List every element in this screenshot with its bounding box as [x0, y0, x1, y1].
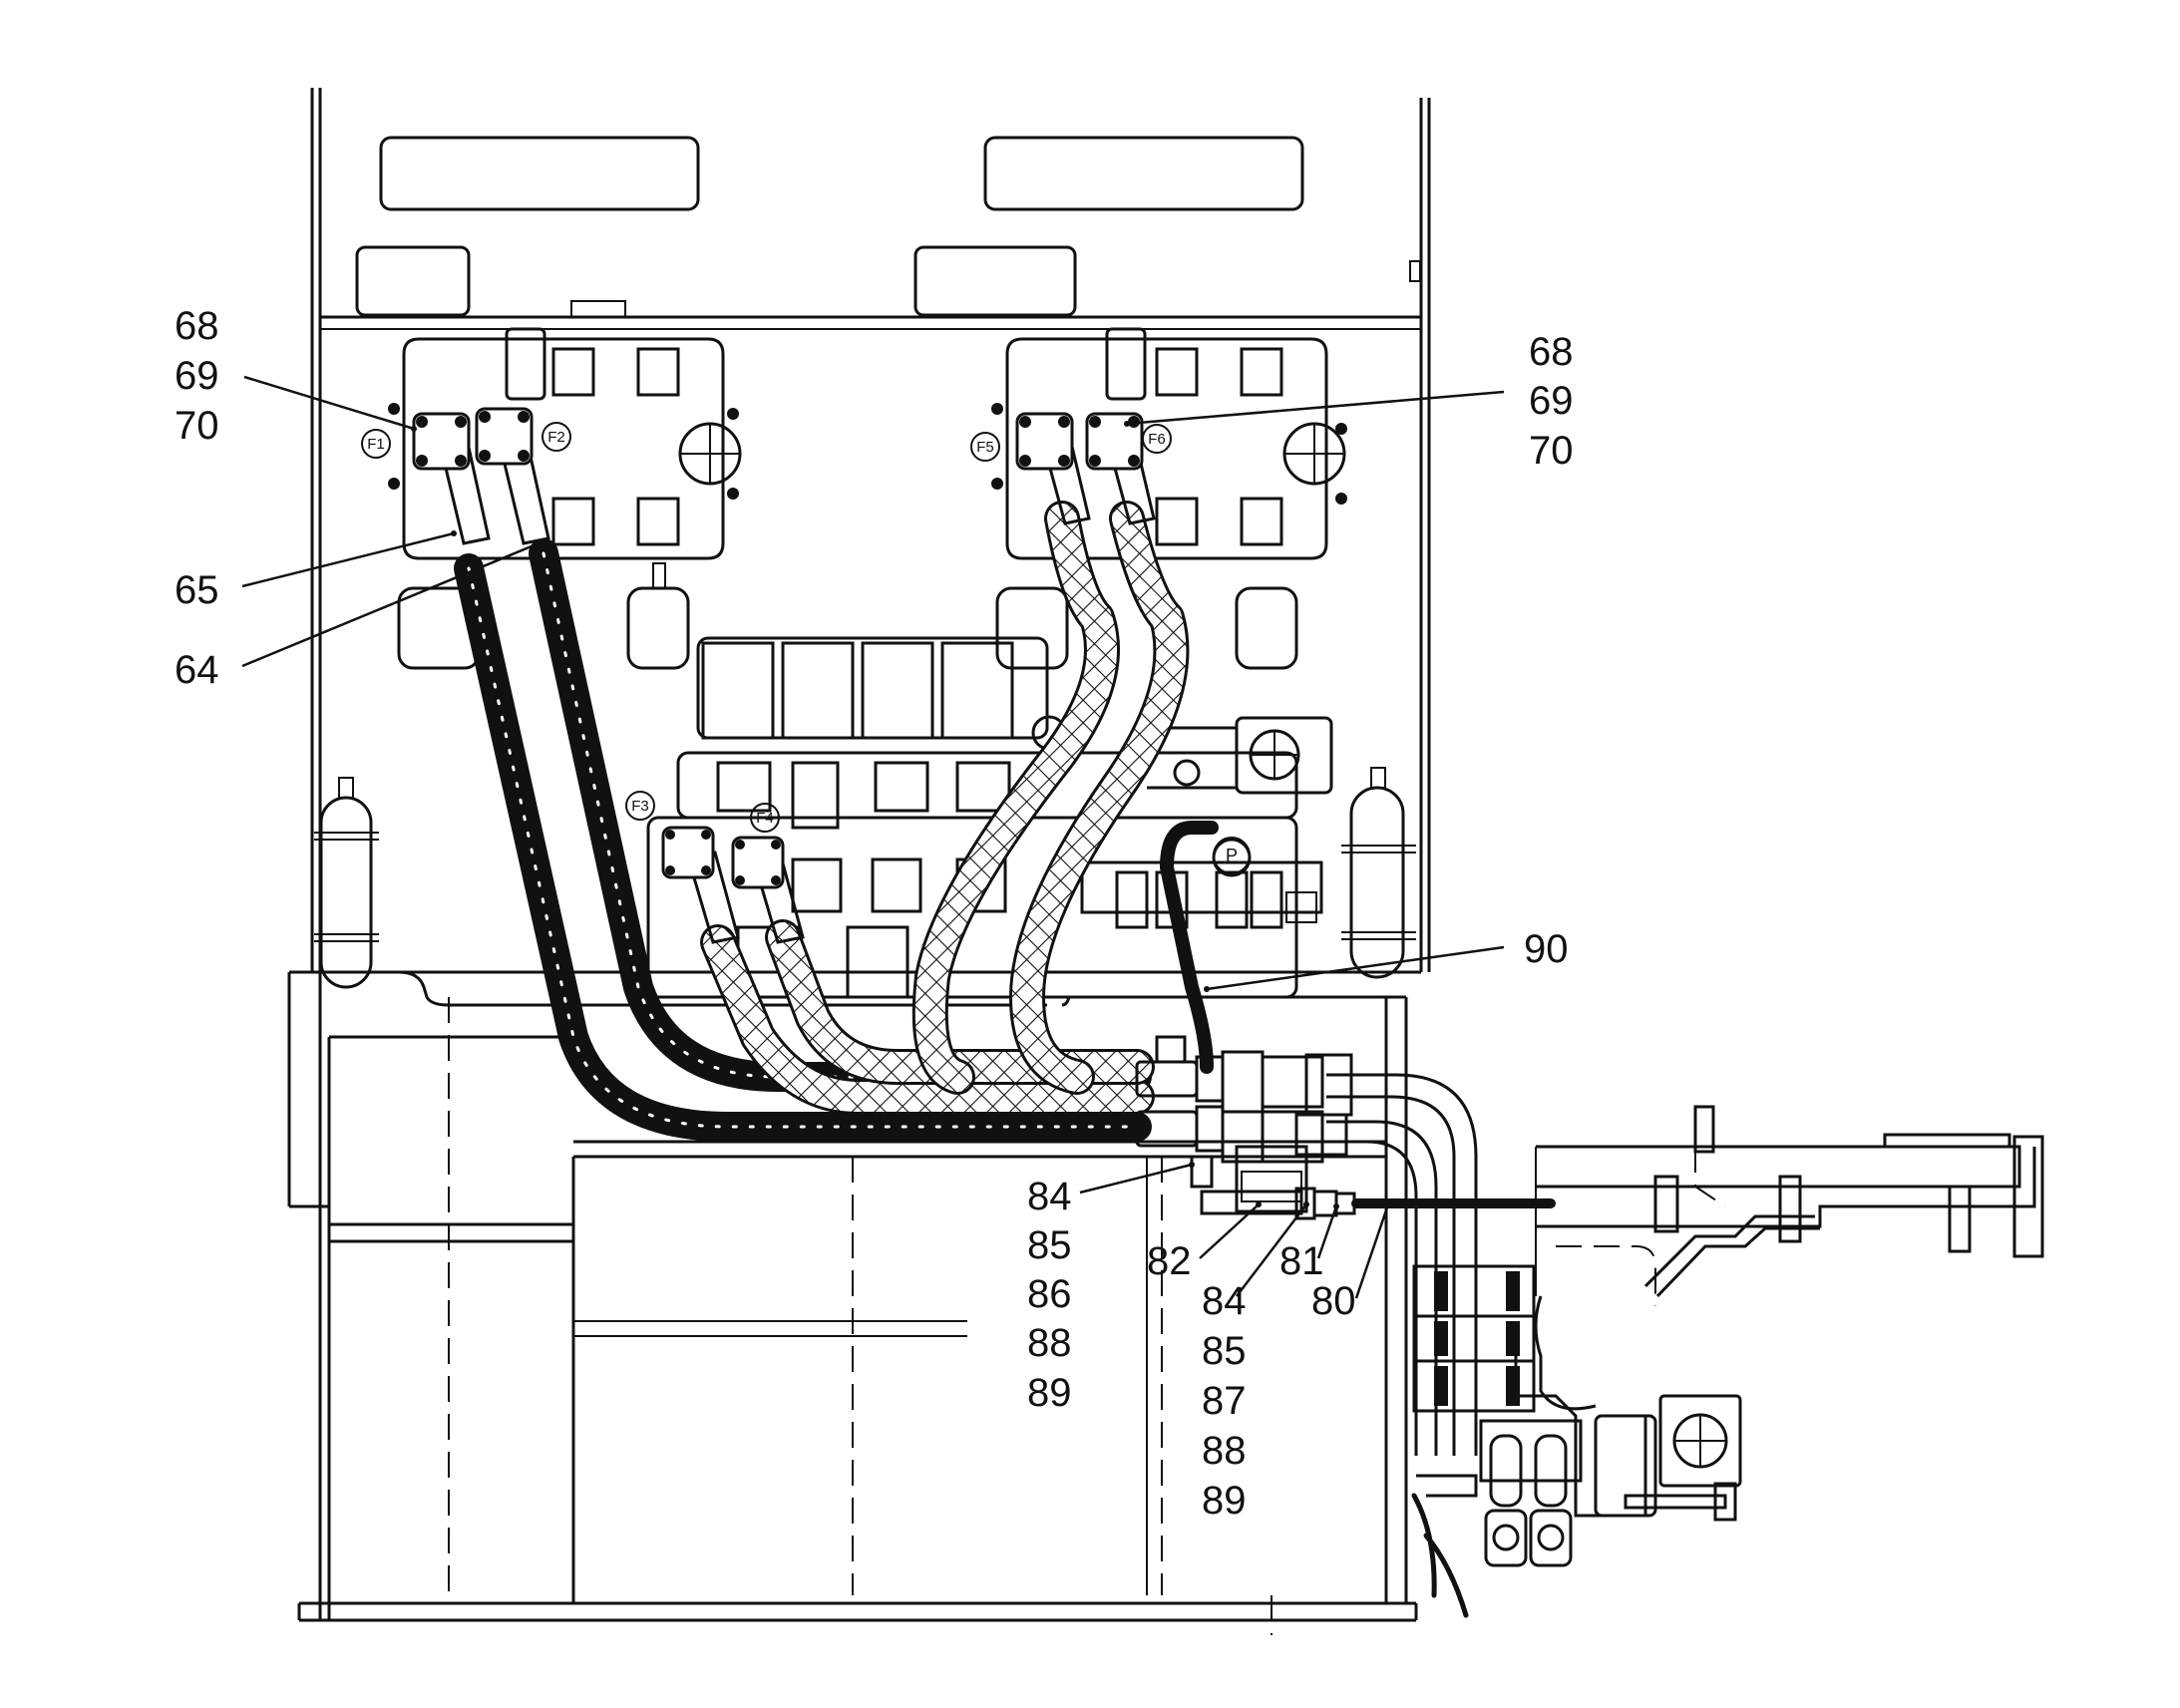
port-flange-f6 [1085, 412, 1144, 471]
callout-84-left: 84 [1027, 1175, 1072, 1218]
curved-pipes-right [1326, 1073, 1478, 1456]
callout-89-left: 89 [1027, 1371, 1072, 1415]
port-p-label: P [1226, 846, 1238, 865]
main-frame [287, 88, 1431, 1635]
callout-86-left: 86 [1027, 1272, 1072, 1316]
right-arm-assembly [1514, 1105, 2044, 1522]
braided-hose-f5 [911, 501, 1120, 1095]
callout-70-right: 70 [1529, 429, 1574, 473]
callout-90: 90 [1524, 927, 1569, 971]
callout-68-right: 68 [1529, 330, 1574, 374]
plate-bolts [388, 403, 1347, 505]
port-flange-f2 [475, 407, 534, 466]
port-f6-label: F6 [1148, 431, 1166, 448]
right-accumulator [1341, 767, 1416, 979]
callout-88-left: 88 [1027, 1321, 1072, 1365]
port-flange-f1 [412, 412, 471, 471]
callout-87-right: 87 [1202, 1379, 1247, 1423]
callout-64: 64 [175, 648, 219, 692]
port-labels: F1 F2 F5 F6 F3 F4 P [361, 422, 1251, 874]
port-f3-circle [625, 791, 655, 821]
callout-82: 82 [1147, 1239, 1192, 1283]
hose-90 [1160, 821, 1219, 1074]
hose-65 [454, 553, 1152, 1142]
callout-84-right: 84 [1202, 1279, 1247, 1323]
left-accumulator [314, 777, 379, 989]
braided-hose-f6 [1009, 501, 1190, 1095]
callout-81: 81 [1279, 1239, 1324, 1283]
callout-69-left: 69 [175, 354, 219, 398]
callout-88-right: 88 [1202, 1429, 1247, 1473]
callout-65: 65 [175, 568, 219, 612]
leader-lines [241, 375, 1505, 1299]
callout-85-left: 85 [1027, 1223, 1072, 1267]
port-f2-circle [542, 422, 571, 452]
hose-64 [529, 538, 1152, 1092]
callouts: 68 69 70 68 69 70 65 64 90 84 85 86 88 8… [175, 304, 1574, 1523]
port-flange-f5 [1015, 412, 1074, 471]
callout-80: 80 [1311, 1279, 1356, 1323]
pressure-manifold [1080, 838, 1323, 929]
port-f6-circle [1142, 424, 1172, 454]
hose-end-fittings [1135, 1035, 1353, 1213]
callout-85-right: 85 [1202, 1329, 1247, 1373]
port-f4-label: F4 [756, 810, 774, 827]
fitting-assembly-82-81 [1190, 1155, 1356, 1220]
callout-89-right: 89 [1202, 1479, 1247, 1523]
port-flange-f3 [661, 826, 715, 879]
port-flange-f4 [731, 836, 785, 889]
port-f2-label: F2 [547, 429, 565, 446]
valve-block-right [995, 327, 1346, 670]
lower-right-valve-stack [1411, 1264, 1583, 1618]
callout-68-left: 68 [175, 304, 219, 348]
port-f1-circle [361, 429, 391, 459]
port-f4-circle [750, 803, 780, 833]
port-f5-label: F5 [976, 439, 994, 456]
port-p-circle [1213, 837, 1251, 874]
port-f1-label: F1 [367, 436, 385, 453]
callout-70-left: 70 [175, 404, 219, 448]
callout-69-right: 69 [1529, 379, 1574, 423]
port-f5-circle [970, 432, 1000, 462]
braided-hose-f3 [700, 924, 1155, 1115]
port-f3-label: F3 [631, 798, 649, 815]
braided-hose-f4 [765, 919, 1155, 1085]
